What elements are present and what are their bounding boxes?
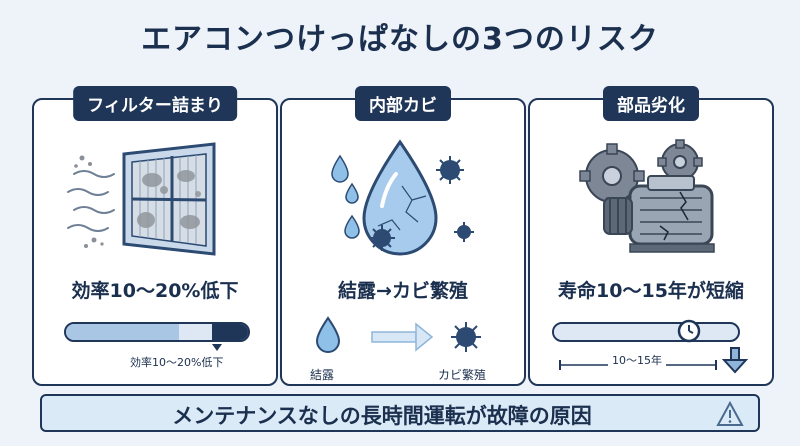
bar-marker (212, 344, 222, 351)
lifespan-bar (552, 322, 740, 342)
card-headline: 寿命10〜15年が短縮 (558, 280, 744, 302)
virus-icon (451, 322, 481, 352)
flow-to-label: カビ繁殖 (438, 368, 487, 382)
flow-from-label: 結露 (310, 368, 335, 382)
compressor-icon (579, 139, 715, 253)
clock-icon (677, 319, 701, 343)
summary-banner: メンテナンスなしの長時間運転が故障の原因 (40, 394, 760, 432)
card-headline: 効率10〜20%低下 (71, 280, 239, 302)
card-parts: 部品劣化 寿命10〜15年が短縮 (528, 86, 774, 386)
card-header: フィルター詰まり (73, 86, 237, 121)
card-header: 内部カビ (355, 86, 451, 121)
efficiency-bar (64, 322, 250, 342)
arrow-right-icon (415, 322, 434, 352)
warning-icon (716, 401, 744, 426)
lifespan-label: 10〜15年 (608, 352, 666, 368)
card-filter: フィルター詰まり 効率10〜20%低下 (32, 86, 278, 386)
water-drop-icon (315, 316, 341, 353)
card-mold: 内部カビ 結露→カビ繁殖 (280, 86, 526, 386)
card-headline: 結露→カビ繁殖 (338, 280, 468, 302)
condensation-flow (315, 316, 481, 353)
water-drop-icon (331, 139, 474, 256)
arrow-down-icon (722, 347, 748, 374)
filter-icon (67, 142, 216, 256)
banner-text: メンテナンスなしの長時間運転が故障の原因 (172, 404, 592, 428)
bar-caption: 効率10〜20%低下 (130, 356, 224, 369)
page-title: エアコンつけっぱなしの3つのリスク (141, 22, 659, 57)
card-header: 部品劣化 (603, 86, 699, 121)
